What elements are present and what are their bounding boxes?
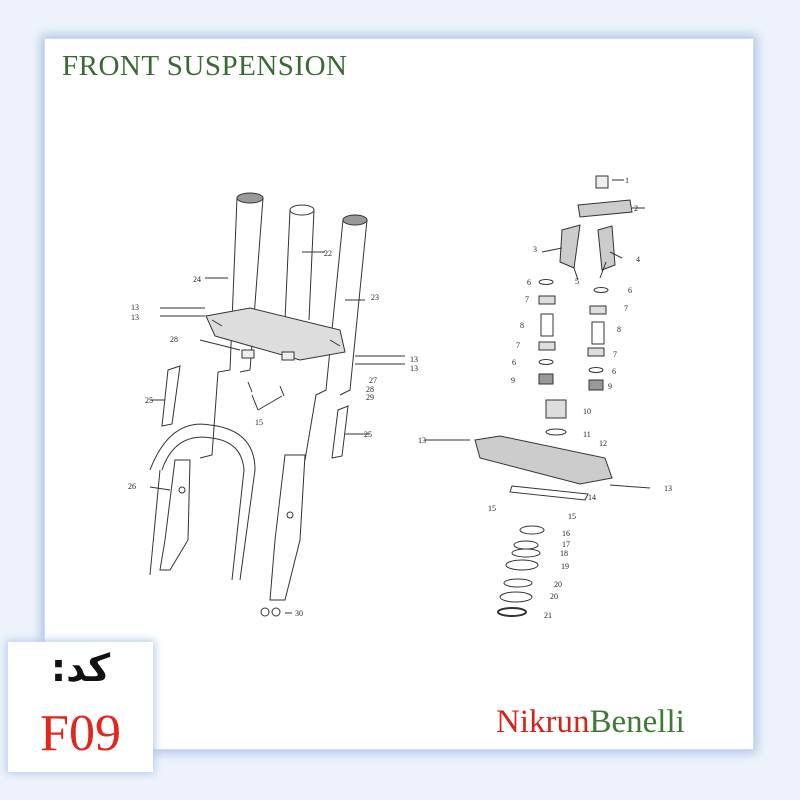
part-label: 28 bbox=[366, 385, 374, 394]
part-label: 7 bbox=[613, 350, 617, 359]
part-label: 25 bbox=[364, 430, 372, 439]
part-label: 28 bbox=[170, 335, 178, 344]
part-label: 5 bbox=[575, 277, 579, 286]
part-label: 6 bbox=[628, 286, 632, 295]
part-label: 2 bbox=[634, 204, 638, 213]
part-label: 8 bbox=[520, 321, 524, 330]
diagram-frame bbox=[44, 38, 754, 750]
part-label: 9 bbox=[608, 382, 612, 391]
part-label: 19 bbox=[561, 562, 569, 571]
code-value: F09 bbox=[40, 705, 121, 762]
part-label: 13 bbox=[131, 303, 139, 312]
part-label: 11 bbox=[583, 430, 591, 439]
part-label: 16 bbox=[562, 529, 570, 538]
brand-logo: NikrunBenelli bbox=[496, 704, 685, 741]
part-label: 4 bbox=[636, 255, 640, 264]
part-label: 13 bbox=[131, 313, 139, 322]
part-label: 22 bbox=[324, 249, 332, 258]
part-label: 3 bbox=[533, 245, 537, 254]
diagram-title: FRONT SUSPENSION bbox=[62, 50, 348, 82]
part-label: 7 bbox=[624, 304, 628, 313]
brand-part-2: Benelli bbox=[589, 704, 685, 740]
part-label: 15 bbox=[488, 504, 496, 513]
part-label: 30 bbox=[295, 609, 303, 618]
part-label: 20 bbox=[550, 592, 558, 601]
part-label: 24 bbox=[193, 275, 201, 284]
left-fork-assembly bbox=[149, 192, 405, 617]
part-label: 23 bbox=[371, 293, 379, 302]
part-label: 7 bbox=[516, 341, 520, 350]
part-label: 17 bbox=[562, 540, 570, 549]
part-label: 8 bbox=[617, 325, 621, 334]
part-label: 15 bbox=[255, 418, 263, 427]
part-label: 26 bbox=[128, 482, 136, 491]
part-label: 6 bbox=[512, 358, 516, 367]
part-label: 27 bbox=[369, 376, 377, 385]
right-steering-assembly bbox=[425, 175, 651, 617]
part-label: 14 bbox=[588, 493, 596, 502]
part-label: 13 bbox=[664, 484, 672, 493]
part-label: 21 bbox=[544, 611, 552, 620]
part-label: 13 bbox=[410, 364, 418, 373]
part-label: 6 bbox=[612, 367, 616, 376]
brand-part-1: Nikrun bbox=[496, 704, 590, 740]
part-label: 7 bbox=[525, 295, 529, 304]
part-number-labels: 1 2 3 4 5 6 6 6 6 7 7 7 7 8 8 9 9 10 11 … bbox=[128, 176, 672, 620]
part-label: 13 bbox=[410, 355, 418, 364]
part-label: 13 bbox=[418, 436, 426, 445]
part-label: 20 bbox=[554, 580, 562, 589]
code-box: کد: F09 bbox=[8, 642, 153, 772]
part-label: 10 bbox=[583, 407, 591, 416]
part-label: 25 bbox=[145, 396, 153, 405]
part-label: 6 bbox=[527, 278, 531, 287]
part-label: 29 bbox=[366, 393, 374, 402]
part-label: 15 bbox=[568, 512, 576, 521]
part-label: 9 bbox=[511, 376, 515, 385]
part-label: 12 bbox=[599, 439, 607, 448]
part-label: 18 bbox=[560, 549, 568, 558]
part-label: 1 bbox=[625, 176, 629, 185]
code-label: کد: bbox=[50, 646, 111, 690]
